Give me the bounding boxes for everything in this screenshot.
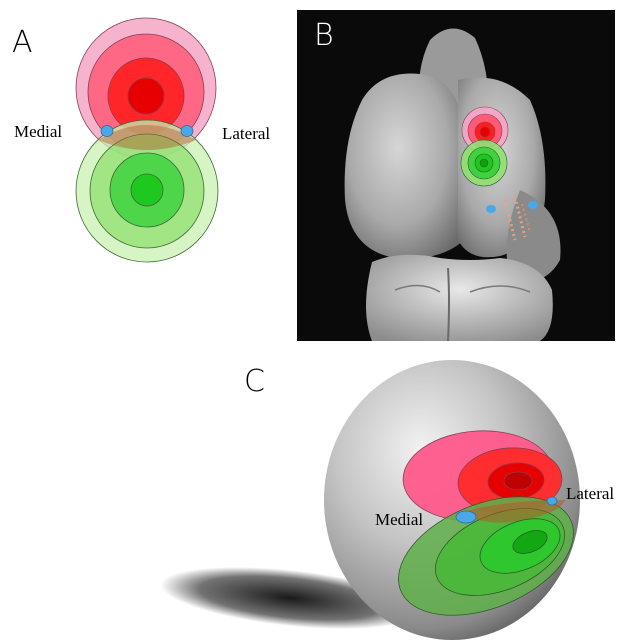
green-zone-core <box>131 174 163 206</box>
panel-c-letter: C <box>244 364 265 399</box>
medial-label-a: Medial <box>14 122 62 141</box>
panel-a: A Medial Lateral <box>12 18 270 262</box>
panel-a-letter: A <box>12 25 33 60</box>
medial-marker-a <box>101 126 113 137</box>
lateral-marker-a <box>181 126 193 137</box>
lateral-label-a: Lateral <box>222 124 270 143</box>
green-zone-b <box>461 140 507 186</box>
red-zone-core <box>128 78 164 114</box>
lateral-marker-c <box>547 497 557 505</box>
panel-c: C Medial <box>158 360 615 640</box>
medial-marker-c <box>456 511 476 523</box>
panel-b: B <box>297 10 615 341</box>
panel-b-letter: B <box>314 18 334 53</box>
lateral-label-c: Lateral <box>566 484 614 503</box>
medial-label-c: Medial <box>375 510 423 529</box>
